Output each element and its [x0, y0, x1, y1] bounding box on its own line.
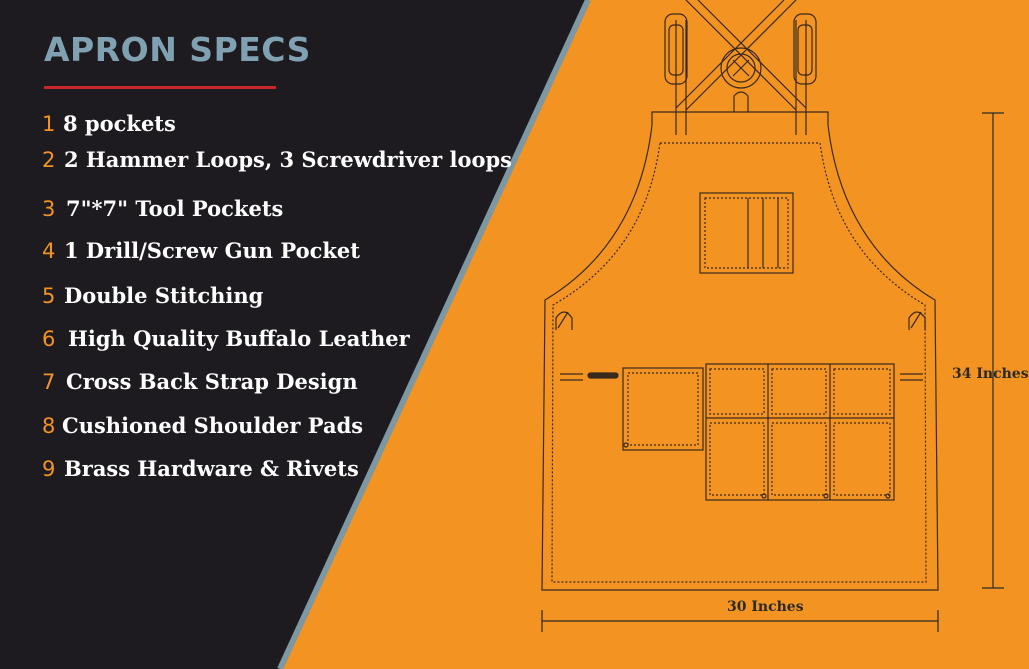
title-underline	[44, 86, 276, 89]
lower-pockets	[622, 363, 895, 501]
cross-straps	[675, 0, 807, 135]
spec-text: Brass Hardware & Rivets	[64, 456, 359, 481]
dark-panel	[0, 0, 588, 669]
spec-item: 4 1 Drill/Screw Gun Pocket	[42, 238, 360, 263]
strap-ring	[720, 47, 762, 112]
spec-item: 9 Brass Hardware & Rivets	[42, 456, 359, 481]
spec-text: Cross Back Strap Design	[66, 369, 358, 394]
spec-number: 3	[42, 197, 56, 221]
spec-item: 3 7"*7" Tool Pockets	[42, 196, 283, 221]
spec-number: 8	[42, 414, 56, 438]
spec-text: Cushioned Shoulder Pads	[62, 413, 364, 438]
spec-item: 2 2 Hammer Loops, 3 Screwdriver loops	[42, 147, 512, 172]
panel-edge	[277, 0, 591, 669]
tool-loops	[560, 372, 923, 381]
spec-text: 7"*7" Tool Pockets	[66, 196, 284, 221]
spec-item: 5 Double Stitching	[42, 283, 263, 308]
spec-number: 2	[42, 148, 56, 172]
spec-item: 7 Cross Back Strap Design	[42, 369, 358, 394]
page-title: APRON SPECS	[44, 30, 311, 69]
spec-number: 7	[42, 370, 56, 394]
spec-item: 6 High Quality Buffalo Leather	[42, 326, 410, 351]
dimension-lines	[541, 112, 1004, 632]
apron-outline	[541, 111, 939, 591]
spec-text: 2 Hammer Loops, 3 Screwdriver loops	[64, 147, 512, 172]
apron-drawing	[541, 0, 939, 591]
width-label: 30 Inches	[727, 599, 804, 615]
spec-text: High Quality Buffalo Leather	[68, 326, 410, 351]
spec-number: 1	[42, 112, 56, 136]
chest-pocket	[699, 192, 794, 274]
spec-number: 6	[42, 327, 56, 351]
spec-text: 8 pockets	[63, 111, 176, 136]
height-label: 34 Inches	[952, 366, 1029, 382]
shoulder-pads	[664, 13, 817, 85]
apron-stitching	[551, 142, 927, 583]
spec-item: 1 8 pockets	[42, 111, 176, 136]
side-loops	[555, 311, 926, 330]
spec-number: 5	[42, 284, 56, 308]
spec-number: 4	[42, 239, 56, 263]
spec-text: 1 Drill/Screw Gun Pocket	[64, 238, 360, 263]
spec-number: 9	[42, 457, 56, 481]
spec-text: Double Stitching	[64, 283, 264, 308]
